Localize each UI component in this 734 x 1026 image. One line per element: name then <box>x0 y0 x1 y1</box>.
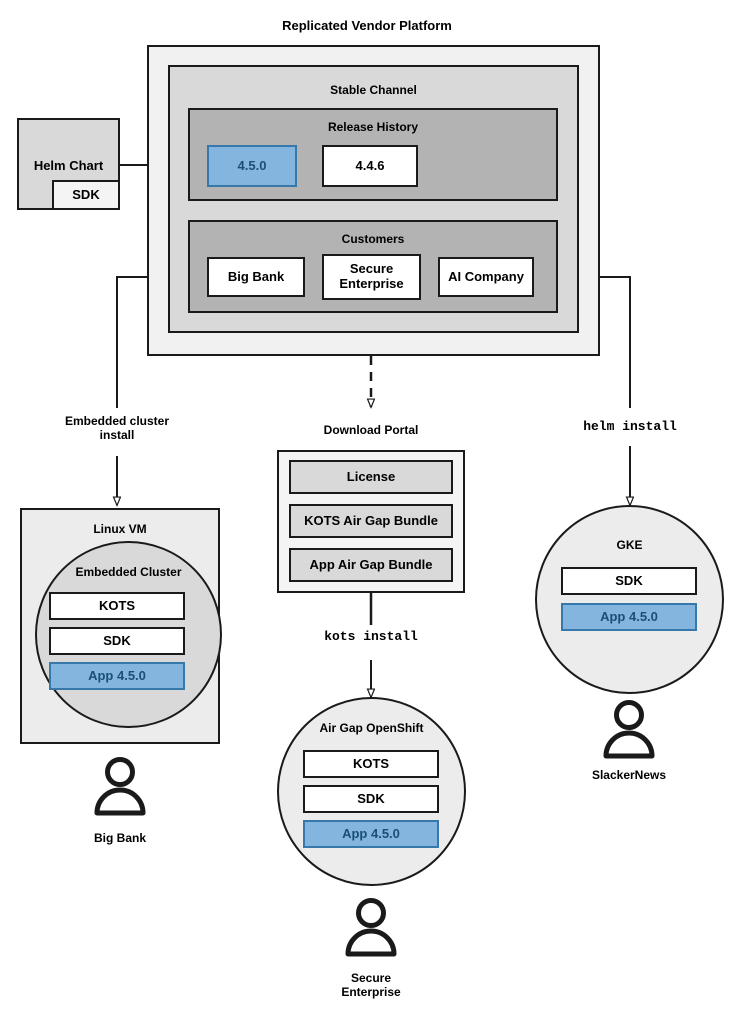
openshift-component-kots[interactable]: KOTS <box>303 750 439 778</box>
linuxvm-component-app[interactable]: App 4.5.0 <box>49 662 185 690</box>
gke-circle[interactable] <box>535 505 724 694</box>
persona-icon-big-bank <box>92 757 148 817</box>
edge-label-kots-install: kots install <box>324 629 418 644</box>
air-gap-openshift-title: Air Gap OpenShift <box>319 721 424 735</box>
release-card-4-5-0[interactable]: 4.5.0 <box>207 145 297 187</box>
page-title: Replicated Vendor Platform <box>282 18 452 33</box>
gke-component-sdk[interactable]: SDK <box>561 567 697 595</box>
stable-channel-title: Stable Channel <box>330 83 417 97</box>
helm-chart-label: Helm Chart <box>33 158 104 173</box>
edge-label-helm-install: helm install <box>583 419 677 434</box>
persona-icon-secure-enterprise <box>343 898 399 958</box>
edge-label-embedded-cluster-install: Embedded cluster install <box>37 414 197 443</box>
customer-card-ai-company[interactable]: AI Company <box>438 257 534 297</box>
portal-item-license[interactable]: License <box>289 460 453 494</box>
persona-label-slackernews: SlackerNews <box>591 768 667 782</box>
edge-label-line-2: install <box>99 428 135 443</box>
gke-title: GKE <box>616 538 643 552</box>
linux-vm-title: Linux VM <box>93 522 147 536</box>
edge-label-line-1: Embedded cluster <box>64 414 170 428</box>
portal-item-kots-air-gap-bundle[interactable]: KOTS Air Gap Bundle <box>289 504 453 538</box>
download-portal-title: Download Portal <box>323 423 419 437</box>
persona-label-line-1: Secure <box>350 971 392 985</box>
release-card-4-4-6[interactable]: 4.4.6 <box>322 145 418 187</box>
persona-label-secure-enterprise: Secure Enterprise <box>291 971 451 1000</box>
helm-chart-sdk-box[interactable]: SDK <box>52 180 120 210</box>
openshift-component-app[interactable]: App 4.5.0 <box>303 820 439 848</box>
persona-label-big-bank: Big Bank <box>93 831 146 845</box>
customers-title: Customers <box>341 232 405 246</box>
linuxvm-component-sdk[interactable]: SDK <box>49 627 185 655</box>
openshift-component-sdk[interactable]: SDK <box>303 785 439 813</box>
linuxvm-component-kots[interactable]: KOTS <box>49 592 185 620</box>
portal-item-app-air-gap-bundle[interactable]: App Air Gap Bundle <box>289 548 453 582</box>
persona-icon-slackernews <box>601 700 657 760</box>
release-history-title: Release History <box>327 120 419 134</box>
customer-card-secure-enterprise[interactable]: Secure Enterprise <box>322 254 421 300</box>
gke-component-app[interactable]: App 4.5.0 <box>561 603 697 631</box>
embedded-cluster-title: Embedded Cluster <box>75 565 182 579</box>
customer-card-big-bank[interactable]: Big Bank <box>207 257 305 297</box>
persona-label-line-2: Enterprise <box>341 985 401 1000</box>
